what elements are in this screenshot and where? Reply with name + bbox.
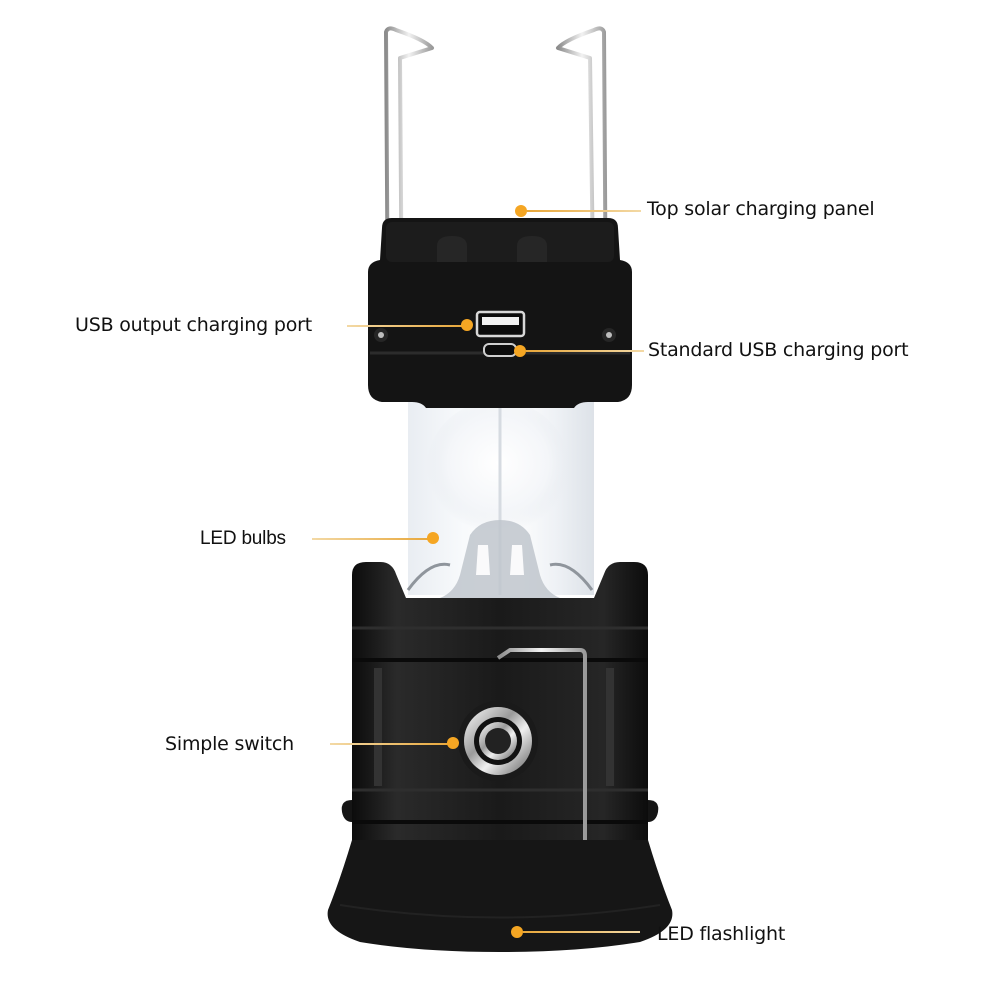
callout-line-led-bulbs <box>312 538 430 540</box>
callout-dot-standard-usb-port <box>514 345 526 357</box>
handle-right <box>556 26 608 337</box>
label-usb-output-port: USB output charging port <box>75 314 312 336</box>
callout-dot-usb-output-port <box>461 319 473 331</box>
label-standard-usb-port: Standard USB charging port <box>648 339 909 361</box>
handle-left <box>384 26 434 337</box>
switch-button <box>458 701 538 781</box>
callout-dot-led-bulbs <box>427 532 439 544</box>
lower-body <box>341 562 659 867</box>
callout-dot-top-solar-panel <box>515 205 527 217</box>
label-simple-switch: Simple switch <box>165 733 294 755</box>
callout-line-top-solar-panel <box>527 210 641 212</box>
base-flashlight <box>327 840 673 952</box>
callout-line-simple-switch <box>330 743 452 745</box>
label-led-flashlight: LED flashlight <box>657 923 786 945</box>
label-led-bulbs: LED bulbs <box>200 528 286 549</box>
callout-dot-led-flashlight <box>511 926 523 938</box>
top-cap <box>368 218 632 408</box>
light-globe <box>406 395 594 598</box>
callout-line-led-flashlight <box>523 931 640 933</box>
callout-line-usb-output-port <box>347 325 464 327</box>
callout-dot-simple-switch <box>447 737 459 749</box>
label-top-solar-panel: Top solar charging panel <box>647 198 875 220</box>
callout-line-standard-usb-port <box>526 350 644 352</box>
